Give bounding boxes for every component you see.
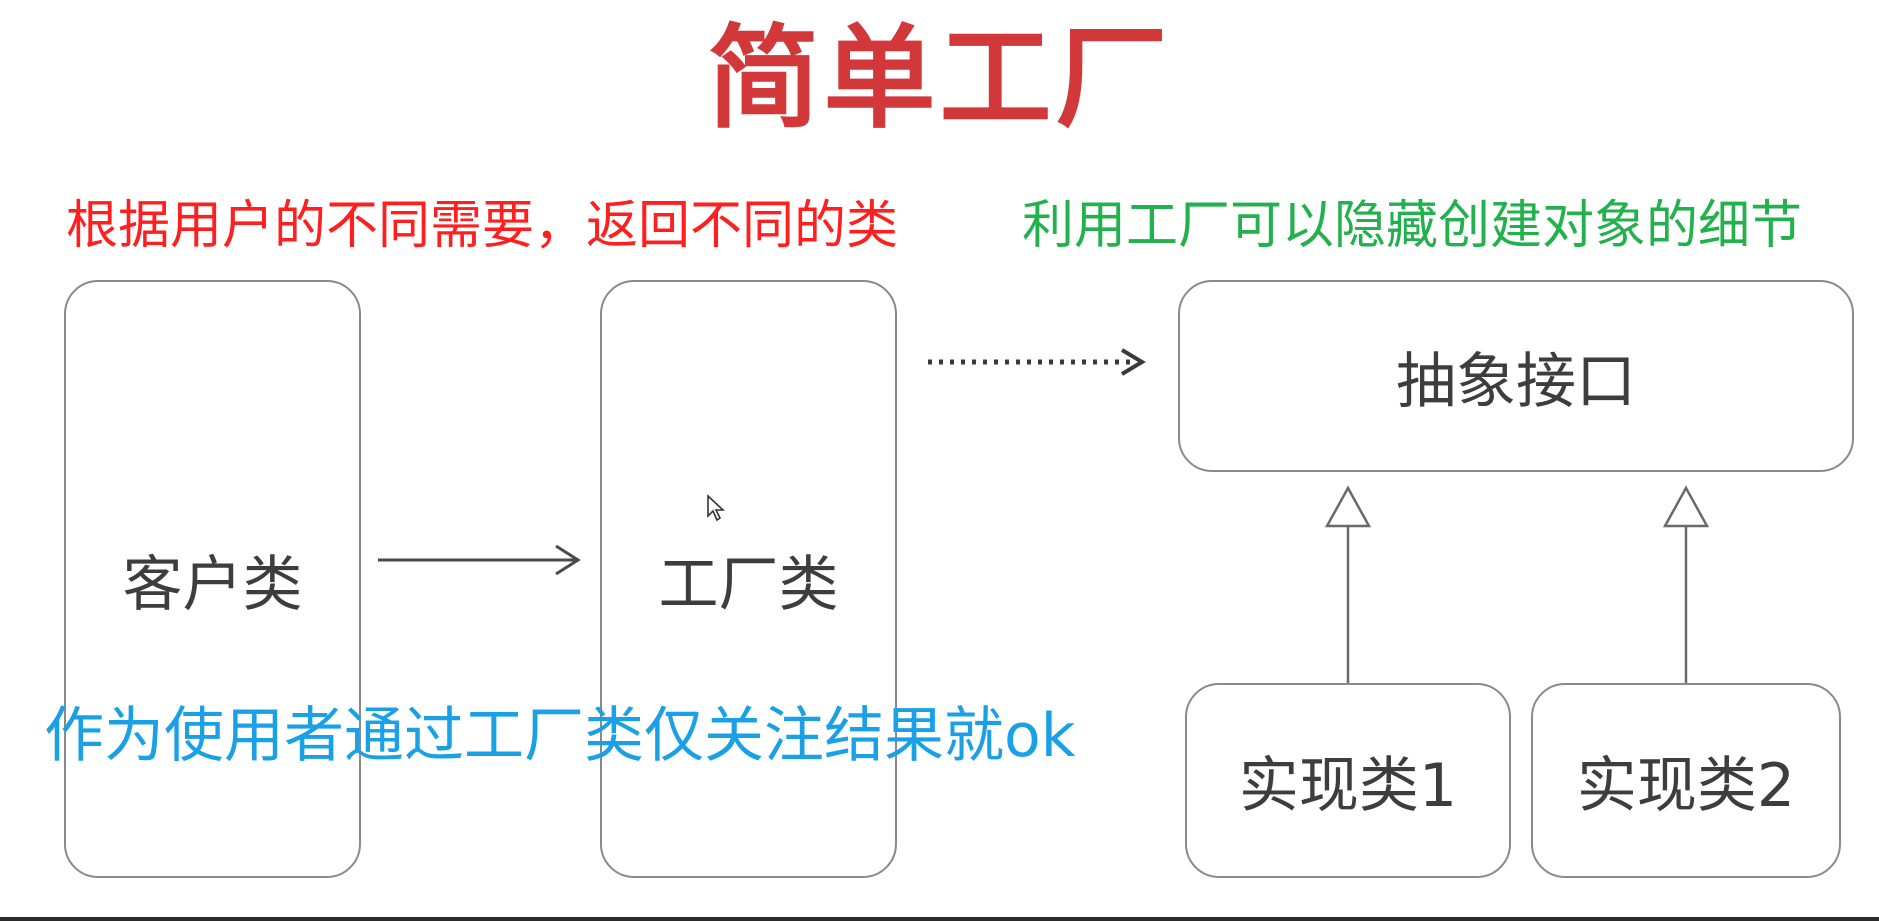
impl-class-1-label: 实现类1 [1238,751,1458,821]
factory-to-interface-dotted-arrow [928,348,1146,376]
diagram-title: 简单工厂 [707,14,1172,144]
client-to-factory-arrow [378,544,581,576]
note-red: 根据用户的不同需要，返回不同的类 [66,196,899,256]
abstract-interface-box: 抽象接口 [1178,280,1854,472]
note-blue: 作为使用者通过工厂类仅关注结果就ok [44,701,1076,771]
impl1-inherits-arrow [1324,485,1372,683]
impl-class-2-box: 实现类2 [1531,683,1841,878]
impl-class-2-label: 实现类2 [1576,751,1796,821]
client-class-box: 客户类 [64,280,361,878]
impl-class-1-box: 实现类1 [1185,683,1511,878]
note-green: 利用工厂可以隐藏创建对象的细节 [1022,196,1803,256]
client-class-label: 客户类 [122,549,303,620]
factory-class-box: 工厂类 [600,280,897,878]
mouse-pointer-icon [707,494,726,522]
abstract-interface-label: 抽象接口 [1396,346,1636,417]
bottom-divider [0,917,1879,921]
factory-class-label: 工厂类 [658,549,839,620]
impl2-inherits-arrow [1662,485,1710,683]
